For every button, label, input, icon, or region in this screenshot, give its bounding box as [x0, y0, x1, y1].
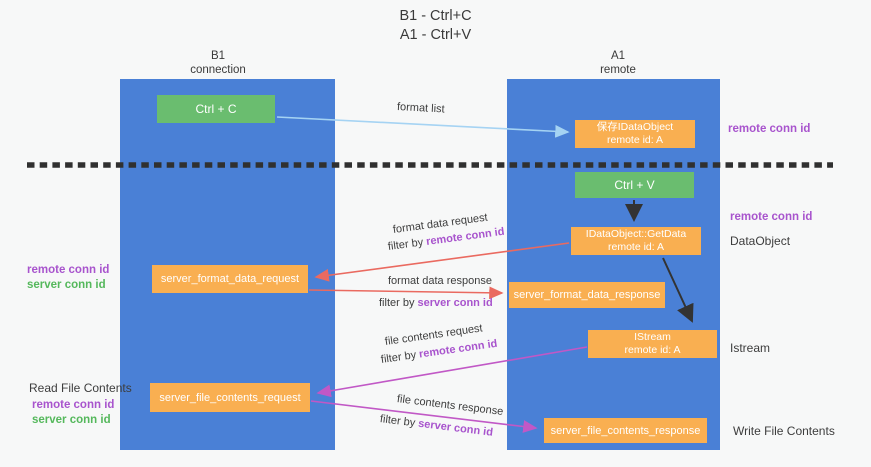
istream-side-label: Istream	[730, 341, 771, 355]
left-conn-id-block-1: remote conn id server conn id	[27, 263, 109, 292]
box-server-format-data-request: server_format_data_request	[152, 265, 308, 293]
box-save-idataobject: 保存IDataObject remote id: A	[575, 120, 695, 148]
file-contents-response-label: file contents response	[396, 393, 504, 418]
server-format-data-response-label: server_format_data_response	[513, 289, 661, 301]
column-b1-name: B1	[210, 50, 226, 62]
save-idataobject-line1: 保存IDataObject	[596, 121, 674, 133]
server-conn-id-text: server conn id	[417, 417, 494, 439]
box-server-file-contents-request: server_file_contents_request	[150, 383, 310, 412]
format-data-response-label: format data response	[388, 275, 492, 287]
box-istream: IStream remote id: A	[588, 330, 717, 358]
server-format-data-request-label: server_format_data_request	[160, 273, 300, 285]
left-server-conn-id-2: server conn id	[32, 413, 111, 426]
column-header-a1: A1 remote	[518, 49, 718, 77]
box-ctrl-c: Ctrl + C	[157, 95, 275, 123]
format-list-label: format list	[396, 101, 445, 116]
left-conn-id-block-2: remote conn id server conn id	[32, 398, 114, 427]
istream-line2: remote id: A	[624, 344, 681, 356]
getdata-line1: IDataObject::GetData	[585, 228, 687, 240]
column-b1-subtitle: connection	[190, 64, 246, 76]
box-server-file-contents-response: server_file_contents_response	[544, 418, 707, 443]
server-file-contents-response-label: server_file_contents_response	[550, 424, 701, 437]
filter-by-text: filter by	[387, 236, 427, 253]
filter-by-text: filter by	[379, 297, 418, 309]
filter-by-text: filter by	[380, 348, 420, 366]
read-file-contents-label: Read File Contents	[29, 381, 132, 395]
istream-line1: IStream	[634, 331, 671, 343]
left-remote-conn-id-1: remote conn id	[27, 264, 110, 276]
diagram-title: B1 - Ctrl+C A1 - Ctrl+V	[0, 7, 871, 45]
column-a1-name: A1	[610, 50, 626, 62]
box-idataobject-getdata: IDataObject::GetData remote id: A	[571, 227, 701, 255]
left-remote-conn-id-2: remote conn id	[32, 399, 115, 411]
format-data-response-arrow	[308, 286, 504, 300]
server-conn-id-text: server conn id	[417, 297, 493, 309]
save-idataobject-line2: remote id: A	[606, 134, 664, 146]
left-server-conn-id-1: server conn id	[27, 278, 106, 291]
column-a1-subtitle: remote	[600, 64, 636, 76]
box-server-format-data-response: server_format_data_response	[509, 282, 665, 308]
getdata-line2: remote id: A	[607, 241, 665, 253]
format-data-response-filter-label: filter by server conn id	[379, 297, 493, 309]
write-file-contents-label: Write File Contents	[733, 424, 835, 438]
dataobject-label: DataObject	[730, 234, 791, 248]
column-header-b1: B1 connection	[118, 49, 318, 77]
ctrl-c-label: Ctrl + C	[195, 102, 237, 116]
server-file-contents-request-label: server_file_contents_request	[159, 391, 301, 404]
right-remote-conn-id-mid: remote conn id	[730, 211, 813, 223]
title-line-2: A1 - Ctrl+V	[399, 27, 472, 43]
title-line-1: B1 - Ctrl+C	[399, 8, 472, 24]
box-ctrl-v: Ctrl + V	[575, 172, 694, 198]
ctrl-v-label: Ctrl + V	[614, 178, 655, 192]
file-contents-response-filter-label: filter by server conn id	[379, 413, 493, 439]
right-remote-conn-id-top: remote conn id	[728, 123, 811, 135]
filter-by-text: filter by	[379, 413, 419, 430]
